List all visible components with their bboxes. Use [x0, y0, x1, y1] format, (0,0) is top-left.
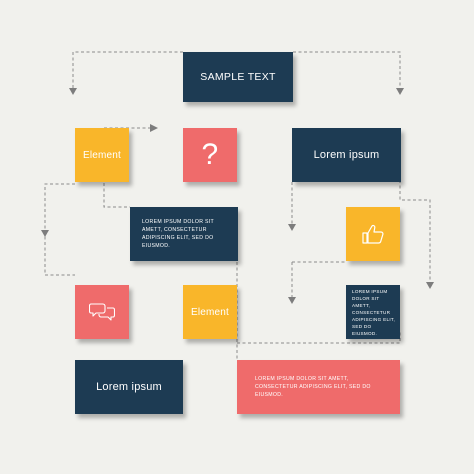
lorem-ipsum-box-right: Lorem ipsum — [292, 128, 401, 182]
arrow-down-left-top — [69, 88, 77, 95]
sample-text-label: SAMPLE TEXT — [200, 71, 276, 83]
sample-text-box: SAMPLE TEXT — [183, 52, 293, 102]
connector-top-left — [72, 51, 183, 88]
thumbs-up-icon — [362, 224, 384, 244]
arrow-right-question — [150, 124, 158, 132]
lorem-ipsum-box-left: Lorem ipsum — [75, 360, 183, 414]
speech-bubbles-icon — [89, 303, 115, 321]
connector-left-loop — [44, 183, 75, 276]
chat-box — [75, 285, 129, 339]
element-box-bottom: Element — [183, 285, 237, 339]
arrow-down-right-outer — [426, 282, 434, 289]
question-mark: ? — [201, 138, 219, 171]
text-block-wide-label: LOREM IPSUM DOLOR SIT AMETT, CONSECTETUR… — [255, 376, 371, 398]
text-block-wide: LOREM IPSUM DOLOR SIT AMETT, CONSECTETUR… — [237, 360, 400, 414]
thumbs-up-box — [346, 207, 400, 261]
arrow-down-left-loop — [41, 230, 49, 237]
connector-bottom-right — [237, 330, 401, 344]
connector-right-outer — [399, 180, 431, 282]
element-label-top: Element — [82, 149, 122, 161]
lorem-ipsum-label-right: Lorem ipsum — [313, 149, 380, 161]
text-block-center: LOREM IPSUM DOLOR SIT AMETT, CONSECTETUR… — [130, 207, 238, 261]
arrow-down-right-inner — [288, 224, 296, 231]
arrow-down-right-lower — [288, 297, 296, 304]
text-block-center-label: LOREM IPSUM DOLOR SIT AMETT, CONSECTETUR… — [142, 219, 214, 249]
question-box: ? — [183, 128, 237, 182]
element-label-bottom: Element — [190, 306, 230, 318]
arrow-down-right-top — [396, 88, 404, 95]
connector-top-right — [293, 51, 401, 88]
element-box-top: Element — [75, 128, 129, 182]
text-block-right-label: LOREM IPSUM DOLOR SIT AMETT, CONSECTETUR… — [352, 288, 396, 336]
text-block-right: LOREM IPSUM DOLOR SIT AMETT, CONSECTETUR… — [346, 285, 400, 339]
lorem-ipsum-label-left: Lorem ipsum — [96, 381, 162, 393]
